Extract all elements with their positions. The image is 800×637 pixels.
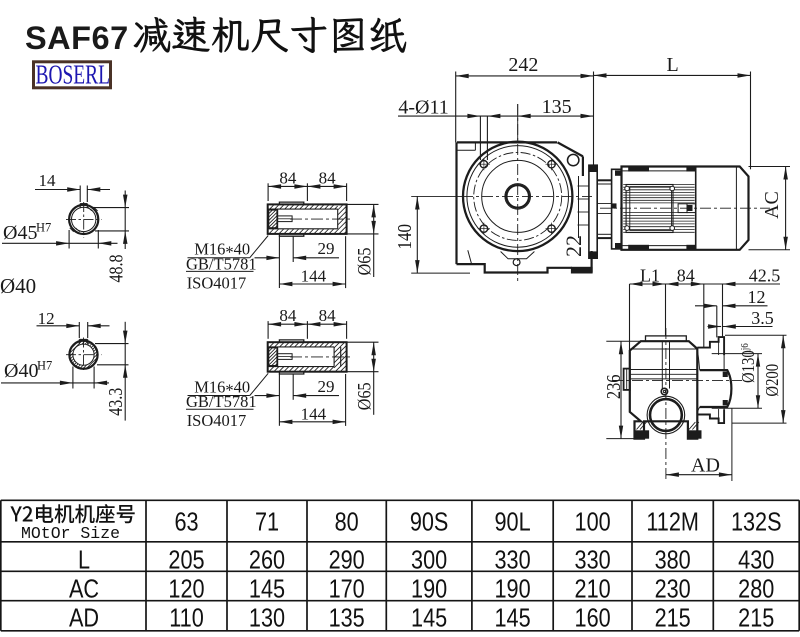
svg-text:112M: 112M — [646, 509, 699, 537]
svg-text:140: 140 — [394, 224, 417, 249]
svg-text:84: 84 — [319, 168, 337, 187]
svg-text:GB/T5781: GB/T5781 — [186, 254, 257, 273]
svg-text:Ø45: Ø45 — [3, 222, 37, 244]
svg-text:84: 84 — [279, 168, 297, 187]
svg-text:Ø65: Ø65 — [353, 382, 375, 410]
svg-text:135: 135 — [329, 605, 365, 633]
svg-text:280: 280 — [738, 576, 774, 604]
svg-text:L1: L1 — [640, 266, 660, 286]
svg-text:M16*40: M16*40 — [194, 377, 250, 399]
svg-text:135: 135 — [542, 96, 572, 118]
svg-text:205: 205 — [168, 547, 204, 575]
svg-text:43.3: 43.3 — [104, 388, 126, 416]
svg-text:Ø65: Ø65 — [353, 247, 375, 275]
svg-text:130: 130 — [249, 605, 285, 633]
svg-text:AC: AC — [69, 576, 99, 604]
svg-text:236: 236 — [603, 375, 625, 400]
svg-text:330: 330 — [575, 547, 611, 575]
svg-text:Ø130j6: Ø130j6 — [738, 343, 759, 383]
svg-text:120: 120 — [168, 576, 204, 604]
svg-text:GB/T5781: GB/T5781 — [186, 392, 257, 411]
svg-text:BOSERL: BOSERL — [36, 61, 111, 91]
svg-text:145: 145 — [249, 576, 285, 604]
svg-text:132S: 132S — [731, 509, 782, 537]
svg-text:71: 71 — [255, 509, 279, 537]
svg-text:L: L — [78, 547, 90, 575]
svg-text:48.8: 48.8 — [105, 254, 127, 282]
svg-text:84: 84 — [319, 306, 337, 325]
svg-text:AC: AC — [761, 191, 783, 219]
svg-text:80: 80 — [335, 509, 359, 537]
svg-text:330: 330 — [494, 547, 530, 575]
svg-text:H7: H7 — [36, 221, 51, 235]
svg-text:H7: H7 — [37, 359, 52, 373]
svg-text:260: 260 — [249, 547, 285, 575]
svg-text:215: 215 — [655, 605, 691, 633]
svg-text:90S: 90S — [410, 509, 449, 537]
svg-text:12: 12 — [748, 287, 766, 307]
svg-text:84: 84 — [677, 266, 695, 286]
svg-text:430: 430 — [738, 547, 774, 575]
svg-text:300: 300 — [411, 547, 447, 575]
svg-text:ISO4017: ISO4017 — [187, 273, 247, 292]
svg-text:290: 290 — [329, 547, 365, 575]
svg-text:Ø40: Ø40 — [0, 274, 36, 298]
svg-text:AD: AD — [69, 605, 99, 633]
svg-text:210: 210 — [575, 576, 611, 604]
svg-text:144: 144 — [301, 267, 327, 286]
svg-text:ISO4017: ISO4017 — [187, 411, 247, 430]
svg-text:L: L — [667, 54, 679, 76]
svg-text:12: 12 — [38, 309, 55, 328]
svg-text:M16*40: M16*40 — [194, 240, 250, 262]
svg-text:4-Ø11: 4-Ø11 — [398, 97, 448, 119]
svg-text:84: 84 — [279, 306, 297, 325]
svg-text:42.5: 42.5 — [749, 266, 781, 286]
svg-text:90L: 90L — [494, 509, 530, 537]
svg-text:29: 29 — [318, 377, 335, 396]
svg-text:14: 14 — [39, 171, 57, 190]
svg-text:380: 380 — [655, 547, 691, 575]
svg-text:MOtOr Size: MOtOr Size — [21, 524, 120, 543]
svg-text:Ø200: Ø200 — [762, 364, 783, 397]
svg-text:145: 145 — [494, 605, 530, 633]
svg-text:215: 215 — [738, 605, 774, 633]
svg-text:Ø40: Ø40 — [4, 360, 38, 382]
svg-text:SAF67: SAF67 — [25, 20, 129, 56]
svg-text:22: 22 — [561, 235, 586, 257]
svg-text:144: 144 — [301, 404, 327, 423]
svg-text:63: 63 — [174, 509, 198, 537]
svg-text:145: 145 — [411, 605, 447, 633]
svg-text:170: 170 — [329, 576, 365, 604]
svg-text:190: 190 — [494, 576, 530, 604]
svg-text:242: 242 — [508, 54, 538, 76]
svg-text:29: 29 — [318, 239, 335, 258]
svg-text:230: 230 — [655, 576, 691, 604]
svg-text:160: 160 — [575, 605, 611, 633]
svg-text:3.5: 3.5 — [751, 308, 774, 328]
svg-text:AD: AD — [691, 455, 720, 477]
svg-text:110: 110 — [169, 605, 204, 633]
svg-text:190: 190 — [411, 576, 447, 604]
svg-text:100: 100 — [575, 509, 611, 537]
